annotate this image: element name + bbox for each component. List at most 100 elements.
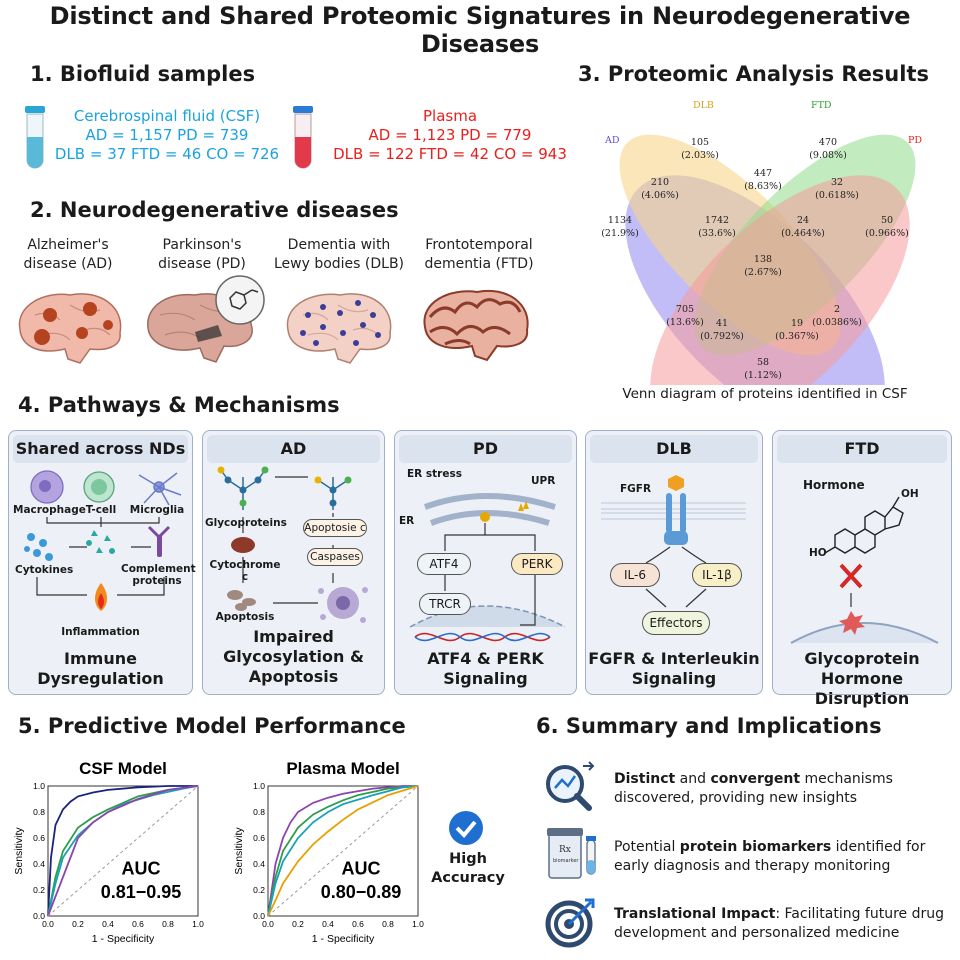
panel-pd-footer-1: ATF4 & PERK: [427, 649, 544, 668]
section2-heading: 2. Neurodegenerative diseases: [30, 198, 399, 222]
csf-auc-label: AUC: [122, 858, 161, 878]
rx-label: Rx: [559, 845, 571, 855]
summary-item-3: Translational Impact: Facilitating futur…: [614, 905, 954, 943]
oh-label: OH: [901, 488, 919, 500]
plasma-roc-series-1: [267, 785, 419, 917]
panel-dlb-footer-2: Signaling: [631, 669, 717, 688]
panel-ad-footer: Impaired Glycosylation & Apoptosis: [203, 627, 384, 687]
csf-label: Cerebrospinal fluid (CSF): [73, 107, 261, 125]
brain-ftd-icon: [423, 289, 529, 362]
summary-2-text-b: identified for: [831, 839, 926, 855]
venn-region-all-pct: (2.67%): [744, 267, 782, 278]
venn-region-ad-only: 1134: [608, 215, 632, 226]
panel-ad-footer-1: Impaired: [253, 627, 334, 646]
plasma-plot-area: [267, 785, 419, 917]
summary-1-line2: discovered, providing new insights: [614, 790, 858, 806]
venn-region-dlb-ftd-pd-pct: (0.464%): [781, 228, 825, 239]
panel-shared: Shared across NDs Macrophage T-cell Micr…: [8, 430, 196, 695]
csf-ytick: 0.4: [33, 859, 45, 869]
high-accuracy-label: High Accuracy: [428, 850, 508, 888]
shared-diagram: [24, 470, 182, 611]
csf-xtick: 0.8: [162, 919, 174, 929]
plasma-xlabel: 1 - Specificity: [312, 933, 375, 945]
plasma-roc-series-3: [267, 785, 419, 917]
summary-2-bold: protein biomarkers: [679, 839, 832, 855]
effectors-pill: Effectors: [642, 611, 710, 635]
apoptosie-c-pill: Apoptosie c: [303, 519, 367, 537]
apoptosis-label: Apoptosis: [215, 611, 275, 623]
complement-label-2: proteins: [132, 575, 182, 587]
hormone-label: Hormone: [803, 478, 865, 492]
glycoproteins-label: Glycoproteins: [205, 517, 287, 529]
summary-item-2: Potential protein biomarkers identified …: [614, 838, 954, 876]
plasma-xtick: 0.8: [382, 919, 394, 929]
plasma-ytick: 0.6: [253, 833, 265, 843]
complement-label: Complement proteins: [121, 563, 196, 587]
disease-ad-line1: Alzheimer's: [27, 237, 109, 253]
fgfr-receptor-icon: [664, 493, 688, 545]
venn-diagram: AD DLB FTD PD 105(2.03%) 470(9.08%) 210(…: [601, 100, 922, 385]
venn-region-pd-only: 50: [881, 215, 893, 226]
ligand-icon: [668, 475, 684, 491]
disease-label-dlb: Dementia with Lewy bodies (DLB): [265, 236, 413, 274]
high-accuracy-line2: Accuracy: [431, 870, 505, 886]
venn-region-ftd-pd: 32: [831, 177, 843, 188]
steroid-hormone-icon: [824, 496, 904, 554]
venn-region-dlb-only-pct: (2.03%): [681, 150, 719, 161]
venn-region-ad-dlb: 210: [651, 177, 669, 188]
panel-shared-footer-2: Dysregulation: [37, 669, 164, 688]
mediator-icon: [86, 530, 115, 554]
venn-region-ad-dlb-pct: (4.06%): [641, 190, 679, 201]
plasma-xtick: 1.0: [412, 919, 424, 929]
panel-pd-footer-2: Signaling: [443, 669, 528, 688]
plasma-ytick: 0.8: [253, 807, 265, 817]
venn-set-pd: [650, 175, 910, 385]
roc-chart-plasma: Plasma Model0.00.00.20.20.40.40.60.60.80…: [233, 759, 424, 945]
venn-region-ad-only-pct: (21.9%): [601, 228, 639, 239]
summary-1-bold-b: convergent: [710, 771, 801, 787]
perk-pill: PERK: [511, 553, 563, 575]
venn-region-ad-ftd-pct: (13.6%): [666, 317, 704, 328]
venn-label-ad: AD: [604, 135, 620, 146]
disease-ad-line2: disease (AD): [23, 256, 113, 272]
venn-region-ad-dlb-ftd: 1742: [705, 215, 729, 226]
er-stress-label: ER stress: [407, 468, 462, 480]
plasma-xtick: 0.4: [322, 919, 334, 929]
plasma-ytick: 1.0: [253, 781, 265, 791]
panel-dlb: DLB FGFR IL-6 IL-1β Effectors FGFR & Int…: [585, 430, 763, 695]
plasma-tube-icon: [293, 106, 313, 169]
panel-dlb-footer: FGFR & Interleukin Signaling: [586, 649, 762, 689]
csf-xtick: 0.6: [132, 919, 144, 929]
dlb-diagram: [601, 475, 746, 608]
csf-xtick: 1.0: [192, 919, 204, 929]
panel-ftd-footer-1: Glycoprotein: [804, 649, 920, 668]
summary-1-text-a: and: [675, 771, 711, 787]
panel-dlb-footer-1: FGFR & Interleukin: [588, 649, 760, 668]
ad-diagram: [217, 466, 368, 623]
er-label: ER: [399, 515, 415, 527]
upr-label: UPR: [531, 475, 556, 487]
membrane-icon: [601, 502, 746, 520]
venn-region-dlb-pd-pct: (0.0386%): [812, 317, 862, 328]
csf-tube-icon: [25, 106, 45, 169]
caspases-pill: Caspases: [307, 548, 363, 566]
plasma-xtick: 0.6: [352, 919, 364, 929]
csf-ylabel: Sensitivity: [13, 827, 25, 875]
csf-ytick: 0.8: [33, 807, 45, 817]
summary-3-text: : Facilitating future drug: [775, 906, 944, 922]
csf-ytick: 0.2: [33, 885, 45, 895]
brain-ad-icon: [18, 293, 122, 364]
venn-label-dlb: DLB: [693, 100, 714, 111]
panel-dlb-title: DLB: [590, 435, 758, 463]
panel-ad: AD Glycoproteins Apoptosie c Caspases Cy…: [202, 430, 385, 695]
plasma-auc-label: AUC: [342, 858, 381, 878]
panel-pd-title: PD: [399, 435, 572, 463]
target-icon: [545, 898, 595, 948]
cytokines-label: Cytokines: [15, 564, 74, 576]
roc-chart-csf: CSF Model0.00.00.20.20.40.40.60.60.80.81…: [13, 759, 204, 945]
summary-3-bold: Translational Impact: [614, 906, 776, 922]
venn-region-dlb-only: 105: [691, 137, 709, 148]
il1b-pill: IL-1β: [692, 563, 742, 587]
plasma-chart-title: Plasma Model: [286, 759, 399, 778]
brain-pd-icon: [147, 275, 265, 363]
